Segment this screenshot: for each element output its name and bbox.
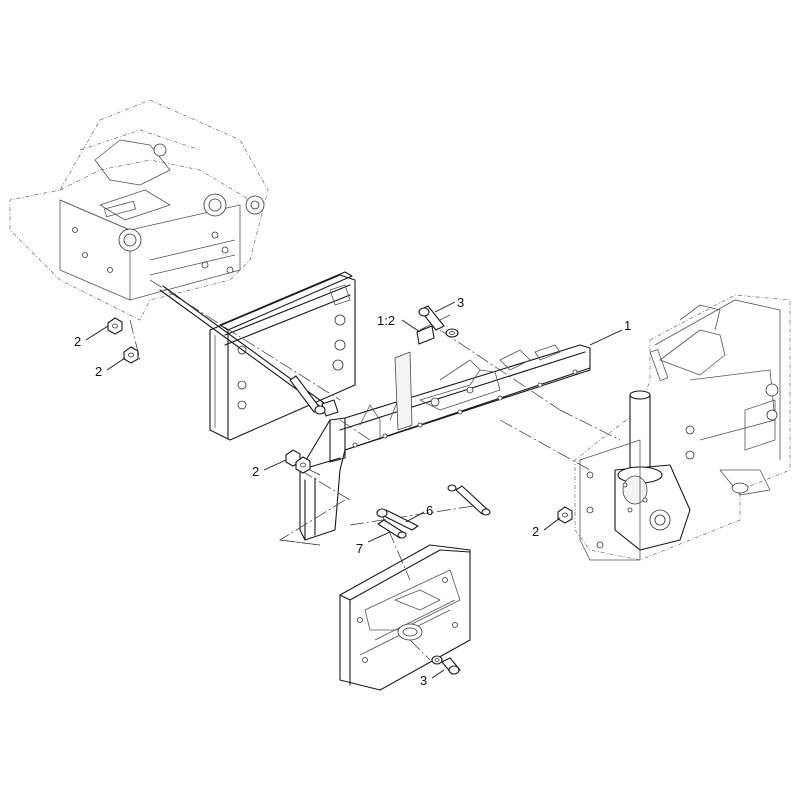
bolt-3-bottom bbox=[431, 655, 461, 675]
callout-2-d: 2 bbox=[532, 517, 561, 539]
callout-3-bottom: 3 bbox=[420, 669, 445, 688]
upper-left-frame bbox=[9, 99, 269, 321]
callout-1-2: 1:2 bbox=[377, 313, 421, 333]
central-bracket bbox=[299, 344, 591, 541]
callout-label: 2 bbox=[532, 524, 539, 539]
callout-6: 6 bbox=[405, 503, 433, 523]
right-assembly bbox=[574, 294, 791, 561]
callout-label: 6 bbox=[426, 503, 433, 518]
callout-1: 1 bbox=[589, 318, 631, 346]
callout-7: 7 bbox=[356, 531, 391, 556]
callout-2-c: 2 bbox=[252, 459, 287, 479]
bolt-6 bbox=[376, 508, 419, 531]
bolt-7 bbox=[377, 519, 407, 539]
callout-label: 1:2 bbox=[377, 313, 395, 328]
callout-label: 3 bbox=[457, 295, 464, 310]
bolt-left-plate bbox=[289, 375, 326, 415]
callout-label: 7 bbox=[356, 541, 363, 556]
callout-label: 2 bbox=[95, 364, 102, 379]
nut-2-a bbox=[107, 317, 123, 335]
nut-2-b bbox=[123, 346, 139, 364]
nut-2-c bbox=[285, 449, 311, 474]
washer-top bbox=[445, 328, 459, 338]
bolt-center-right bbox=[447, 484, 491, 516]
nut-2-d bbox=[557, 506, 573, 524]
callout-label: 1 bbox=[624, 318, 631, 333]
callout-label: 2 bbox=[74, 334, 81, 349]
callout-3-top: 3 bbox=[434, 295, 464, 313]
clip-1-2 bbox=[416, 325, 435, 345]
left-mounting-plate bbox=[209, 271, 356, 441]
lower-plate bbox=[339, 544, 471, 691]
callout-2-b: 2 bbox=[95, 357, 126, 379]
callout-label: 3 bbox=[420, 673, 427, 688]
callout-2-a: 2 bbox=[74, 325, 109, 349]
bolt-3-top bbox=[418, 305, 445, 331]
callout-label: 2 bbox=[252, 464, 259, 479]
